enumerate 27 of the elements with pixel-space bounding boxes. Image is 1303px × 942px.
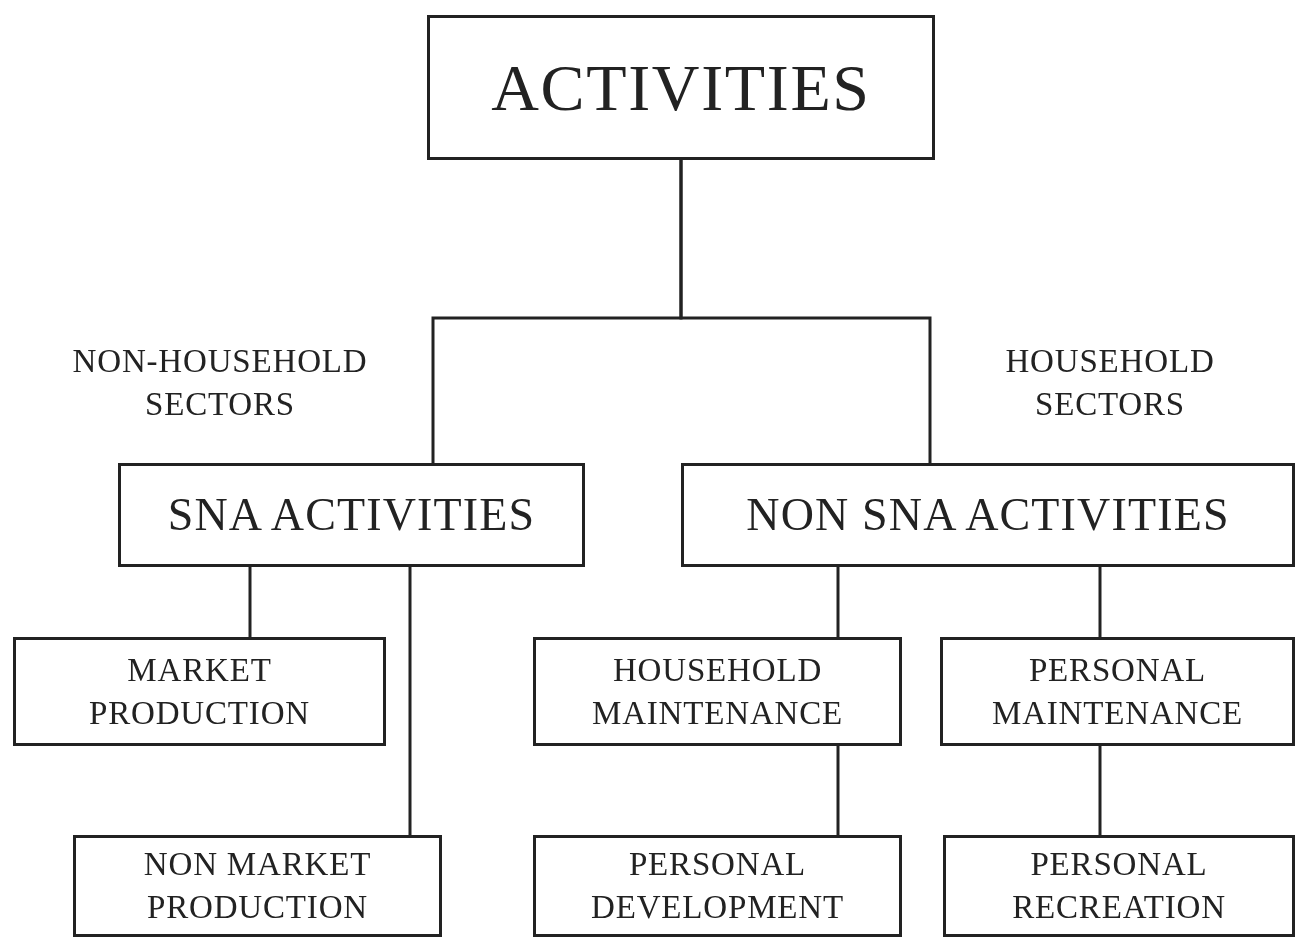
connector-line (836, 746, 840, 835)
category-box (427, 15, 935, 160)
sector-label: NON-HOUSEHOLD SECTORS (71, 342, 369, 424)
box-label: PERSONAL MAINTENANCE (990, 650, 1245, 733)
connector-line (1098, 746, 1102, 835)
category-box (943, 835, 1295, 937)
category-box (681, 463, 1295, 567)
connector-line (679, 160, 932, 463)
category-box (73, 835, 442, 937)
category-box (533, 835, 902, 937)
connector-line (1098, 567, 1102, 637)
connector-line (248, 567, 252, 637)
category-box (13, 637, 386, 746)
box-label: HOUSEHOLD MAINTENANCE (590, 650, 845, 733)
sector-label: HOUSEHOLD SECTORS (1004, 342, 1216, 424)
connector-line (408, 567, 412, 835)
box-label: MARKET PRODUCTION (88, 650, 311, 733)
box-label: SNA ACTIVITIES (166, 488, 537, 543)
box-label: ACTIVITIES (490, 49, 872, 126)
connector-line (836, 567, 840, 637)
box-label: PERSONAL DEVELOPMENT (590, 845, 845, 927)
box-label: NON SNA ACTIVITIES (745, 488, 1231, 543)
box-label: NON MARKET PRODUCTION (142, 845, 373, 927)
category-box (533, 637, 902, 746)
box-label: PERSONAL RECREATION (1011, 845, 1227, 927)
category-box (940, 637, 1295, 746)
category-box (118, 463, 585, 567)
